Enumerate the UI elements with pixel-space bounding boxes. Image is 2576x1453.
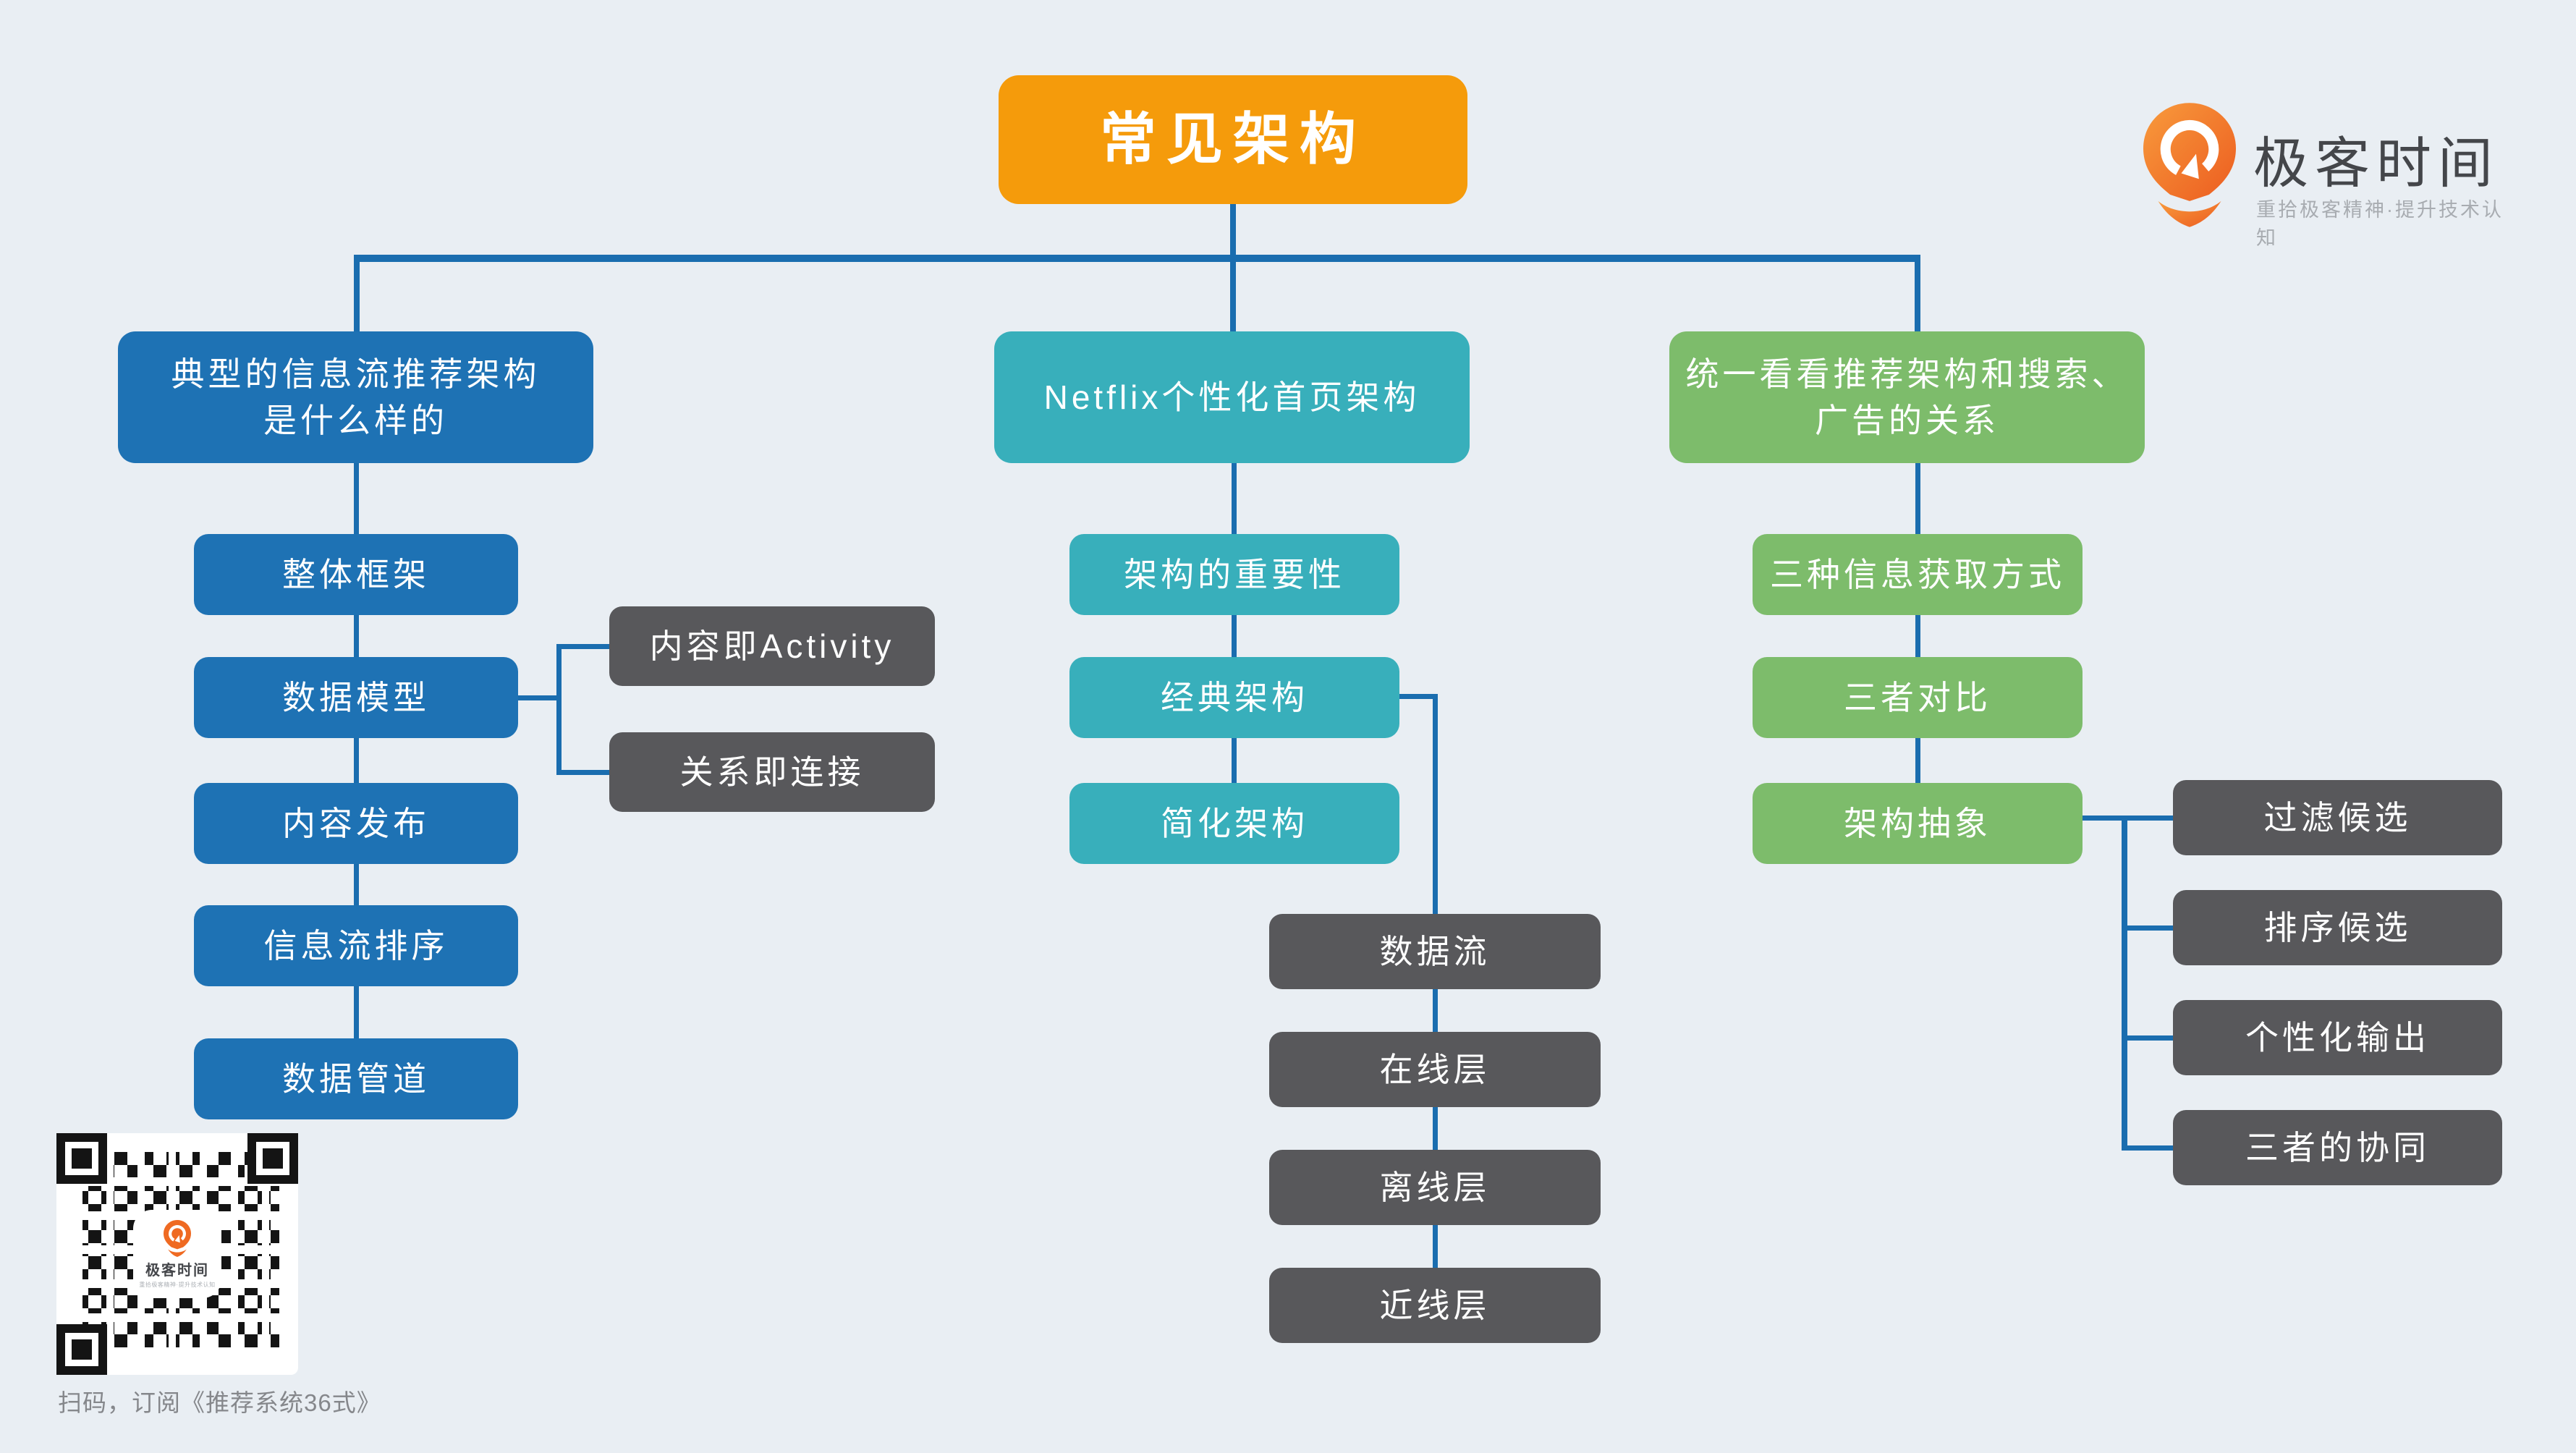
connector-column-left [354,463,359,1078]
connector-drop-mid [1230,255,1236,333]
connector-abstract-v [2122,816,2127,1151]
connector-trunk-horizontal [354,255,1920,262]
connector-classic-v [1433,694,1438,1305]
node-data-pipeline: 数据管道 [194,1038,518,1119]
node-data-model: 数据模型 [194,657,518,738]
branch-header-netflix: Netflix个性化首页架构 [994,331,1470,463]
connector-drop-left [354,255,360,333]
connector-datamodel-stub2 [556,770,609,775]
connector-datamodel-stub1 [556,644,609,649]
qr-finder-top-left [56,1133,107,1184]
node-three-synergy: 三者的协同 [2173,1110,2502,1185]
branch-header-feed-architecture: 典型的信息流推荐架构 是什么样的 [118,331,593,463]
node-offline-layer: 离线层 [1269,1150,1601,1225]
qr-center-logo-icon [164,1219,191,1257]
geektime-logo-text: 极客时间 [2253,133,2499,195]
node-simplified-architecture: 简化架构 [1069,783,1399,864]
connector-abstract-h [2083,816,2173,821]
geektime-logo: 极客时间 重拾极客精神·提升技术认知 [2143,103,2520,249]
node-personalized-output: 个性化输出 [2173,1000,2502,1075]
node-content-as-activity: 内容即Activity [609,606,935,686]
node-online-layer: 在线层 [1269,1032,1601,1107]
connector-column-right [1915,463,1920,825]
node-classic-architecture: 经典架构 [1069,657,1399,738]
connector-abstract-stub3 [2124,1035,2173,1041]
node-overall-frame: 整体框架 [194,534,518,615]
qr-center-tagline: 重拾极客精神·提升技术认知 [139,1281,216,1288]
root-node: 常见架构 [999,75,1467,204]
connector-datamodel-h [518,695,562,700]
node-architecture-importance: 架构的重要性 [1069,534,1399,615]
node-relation-as-connection: 关系即连接 [609,732,935,812]
geektime-logo-icon [2143,103,2236,231]
node-content-publish: 内容发布 [194,783,518,864]
qr-caption: 扫码，订阅《推荐系统36式》 [58,1389,381,1416]
connector-drop-right [1915,255,1920,333]
node-three-comparison: 三者对比 [1753,657,2083,738]
branch-header-unified: 统一看看推荐架构和搜索、 广告的关系 [1669,331,2145,463]
qr-finder-bottom-left [56,1324,107,1375]
node-filter-candidates: 过滤候选 [2173,780,2502,855]
qr-code: 极客时间 重拾极客精神·提升技术认知 [56,1133,298,1375]
qr-center-logo-text: 极客时间 [145,1262,209,1279]
node-rank-candidates: 排序候选 [2173,890,2502,965]
node-architecture-abstraction: 架构抽象 [1753,783,2083,864]
geektime-tagline: 重拾极客精神·提升技术认知 [2256,199,2504,249]
qr-center-logo: 极客时间 重拾极客精神·提升技术认知 [133,1210,221,1298]
node-feed-ranking: 信息流排序 [194,905,518,986]
connector-column-mid [1232,463,1237,825]
connector-classic-h [1399,694,1438,699]
connector-datamodel-v [556,644,562,775]
node-three-info-ways: 三种信息获取方式 [1753,534,2083,615]
connector-abstract-stub4 [2124,1145,2173,1151]
qr-finder-top-right [247,1133,298,1184]
node-data-flow: 数据流 [1269,914,1601,989]
connector-abstract-stub2 [2124,925,2173,931]
node-nearline-layer: 近线层 [1269,1268,1601,1343]
connector-trunk-vertical [1230,204,1236,259]
